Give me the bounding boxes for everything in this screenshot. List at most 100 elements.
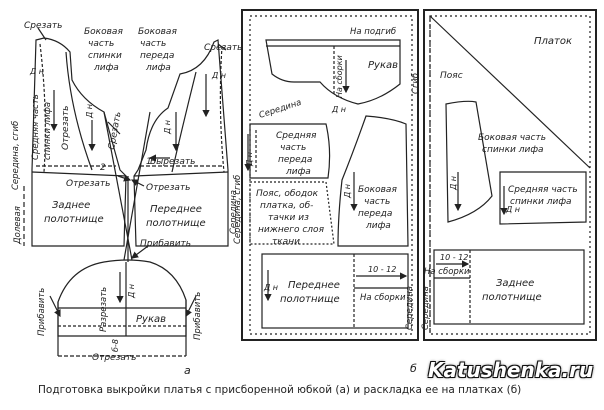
b-label-seredina-bottom: Середина — [405, 286, 415, 330]
scarf-diagonal — [429, 15, 591, 169]
b-label-dn-bok: Д н — [343, 184, 352, 199]
b-label-bokovaya-2: часть — [364, 197, 390, 207]
b-label-bok-sp-1: Боковая часть — [478, 133, 546, 143]
scarf-right-border — [423, 9, 597, 341]
b-label-srednyaya-3: переда — [278, 155, 312, 165]
label-front-side-4: лифа — [145, 63, 171, 73]
label-dn3: Д н — [163, 120, 172, 135]
panel-a-letter: а — [184, 364, 191, 377]
panel-b-left — [241, 9, 419, 341]
front-waist-line — [133, 171, 229, 177]
back-waist-line — [31, 171, 127, 177]
b-label-na-sborki: На сборки — [360, 293, 406, 303]
front-princess-line — [171, 71, 197, 173]
label-dn2: Д н — [85, 104, 94, 119]
panel-b-letter: б — [410, 362, 417, 375]
label-dn-sleeve: Д н — [127, 284, 136, 299]
sleeve-pribavit-left-arrow — [49, 295, 61, 318]
b-label-dn-left: Д н — [263, 283, 278, 292]
b-label-srednyaya-4: лифа — [285, 167, 311, 177]
b-label-seredina-v: Середина — [229, 190, 239, 234]
front-cut-curve — [219, 45, 225, 173]
label-dolevaya: Долевая — [13, 206, 23, 245]
b-label-poyas-2: платка, об- — [260, 201, 313, 211]
label-zadnee-2: полотнище — [44, 214, 104, 225]
label-dn1: Д н — [29, 67, 44, 76]
panel-a — [23, 27, 229, 357]
b-label-bok-sp-2: спинки лифа — [482, 145, 544, 155]
scarf-left-border — [241, 9, 419, 341]
b-label-range: 10 - 12 — [368, 265, 396, 274]
panel-b-left-texts: На подгиб Рукав На сборки Д н Середина С… — [229, 27, 417, 375]
sleeve-outline — [57, 259, 187, 337]
label-otrezat-sleeve: Отрезать — [92, 353, 136, 363]
b-label-seredina: Середина — [258, 98, 303, 121]
b-label-poyas-1: Пояс, ободок — [256, 189, 319, 199]
b-side-back — [445, 100, 493, 223]
b-label-dn-bsp: Д н — [449, 176, 458, 191]
label-seredina-sgib-right: Середина, сгиб — [233, 175, 243, 244]
otrezat-arrow-right — [130, 179, 145, 187]
b-label-dn-ssp: Д н — [505, 205, 520, 214]
b-label-poyas-3: тачки из — [268, 213, 309, 223]
label-back-side-4: лифа — [93, 63, 119, 73]
label-num2: 2 — [100, 163, 106, 173]
watermark: Katushenka.ru — [428, 358, 594, 382]
label-pribavit-right2: Прибавить — [193, 292, 203, 340]
label-back-side-3: спинки — [88, 51, 122, 61]
label-perednee-1: Переднее — [150, 204, 202, 215]
b-label-srednyaya-1: Средняя — [276, 131, 317, 141]
label-otrezat-right: Отрезать — [146, 183, 190, 193]
b-label-bokovaya-3: переда — [358, 209, 392, 219]
back-cut-curve — [39, 43, 46, 173]
label-vyrezat: Вырезать — [150, 157, 195, 167]
back-princess-line — [65, 51, 93, 171]
label-otrezat-v: Отрезать — [61, 106, 71, 150]
sleeve-pribavit-right-arrow — [185, 295, 197, 318]
b-side-front — [337, 115, 409, 247]
b-label-dn-sp: Д н — [245, 152, 254, 167]
label-b8: б-8 — [111, 339, 120, 352]
b-label-poyas-4: нижнего слоя — [258, 225, 325, 235]
b-mid-front — [249, 123, 331, 179]
b-label-zadnee-1: Заднее — [496, 278, 534, 289]
label-seredina-sgib: Середина, сгиб — [11, 121, 21, 190]
b-label-range-b: 10 - 12 — [440, 253, 468, 262]
b-label-sgib: Сгиб — [411, 73, 421, 94]
label-front-side-3: переда — [140, 51, 174, 61]
b-label-poyas: Пояс — [440, 71, 463, 81]
label-srednyaya-1: Средняя часть — [31, 94, 41, 160]
label-front-side-2: часть — [140, 39, 166, 49]
label-rukav: Рукав — [136, 314, 166, 325]
label-srednyaya-2: спинки лифа — [43, 102, 53, 160]
label-srezat-left: Срезать — [24, 21, 62, 31]
b-label-rukav: Рукав — [368, 60, 398, 71]
otrezat-arrow-left — [117, 174, 132, 182]
b-label-na-podgib: На подгиб — [350, 27, 396, 37]
scarf-right-inner — [429, 15, 591, 335]
label-zadnee-1: Заднее — [52, 200, 90, 211]
b-mid-back — [499, 171, 587, 225]
label-srezat-mid: Срезать — [107, 111, 124, 151]
b-label-seredina-b2: Середина — [421, 286, 431, 330]
srezat-mid-pointer — [107, 121, 121, 135]
panel-b-right-texts: Платок Сгиб Пояс Боковая часть спинки ли… — [411, 36, 578, 330]
b-label-zadnee-2: полотнище — [482, 292, 542, 303]
b-label-sred-sp-1: Средняя часть — [508, 185, 578, 195]
cross-line-1 — [103, 111, 133, 261]
panel-a-texts: Срезать Срезать Боковая часть спинки лиф… — [11, 21, 243, 377]
b-label-bokovaya-4: лифа — [365, 221, 391, 231]
label-num1: 1 — [146, 157, 152, 167]
label-front-side-1: Боковая — [138, 27, 177, 37]
label-dn4: Д н — [211, 71, 226, 80]
label-razrezat: Разрезать — [99, 287, 109, 332]
b-label-srednyaya-2: часть — [280, 143, 306, 153]
label-back-side-1: Боковая — [84, 27, 123, 37]
label-srezat-right: Срезать — [204, 43, 242, 53]
front-bodice-outline — [133, 39, 229, 247]
b-sleeve-piece — [265, 39, 401, 105]
label-perednee-2: полотнище — [146, 218, 206, 229]
srezat-left-pointer — [37, 27, 47, 41]
